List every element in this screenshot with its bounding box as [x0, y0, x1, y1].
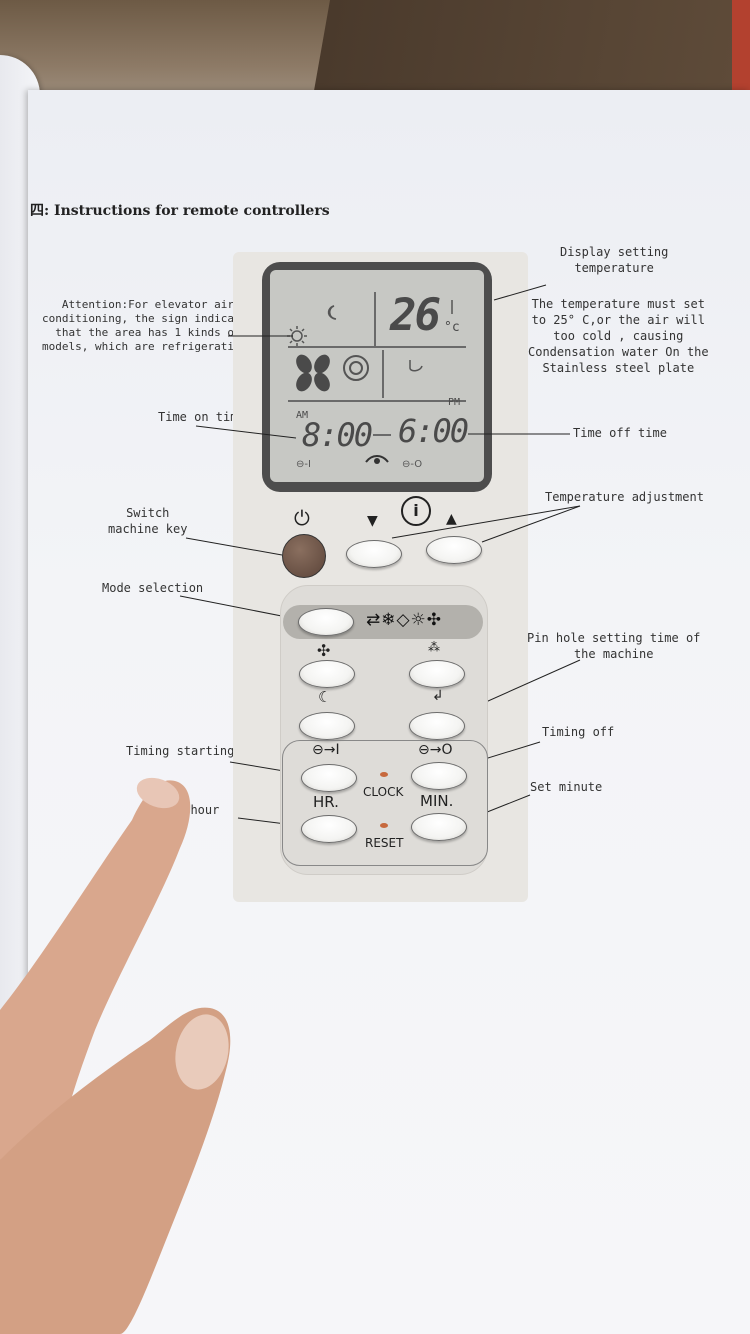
annotation-display-setting: Display setting temperature — [560, 245, 669, 275]
moon-icon — [327, 305, 337, 320]
power-icon: ⏻ — [294, 506, 310, 530]
lcd-fan-icon — [296, 354, 330, 392]
annotation-pin-hole: Pin hole setting time of the machine — [527, 631, 701, 661]
swing-icon: ⁂ — [428, 640, 440, 654]
reset-label: RESET — [365, 836, 404, 850]
sleep-button[interactable] — [299, 712, 355, 740]
annotation-timing-off: Timing off — [542, 725, 615, 739]
annotation-switch-key: Switch machine key — [108, 506, 188, 536]
min-label: MIN. — [420, 792, 454, 810]
annotation-attention: Attention:For elevator air conditioning,… — [42, 298, 254, 353]
lcd-divider — [288, 400, 466, 402]
background-red-strip — [732, 0, 750, 110]
mode-icons: ⇄❄◇☼✣ — [366, 610, 443, 630]
timer-on-button[interactable] — [301, 764, 357, 792]
timer-off-lcd-icon: ⊖-O — [402, 459, 422, 470]
hour-button[interactable] — [301, 815, 357, 843]
lcd-divider — [374, 292, 376, 346]
eye-pupil — [374, 458, 380, 464]
louver-button[interactable] — [409, 712, 465, 740]
timer-off-icon: ⊖→O — [418, 742, 453, 758]
lcd-temperature-unit: °c — [444, 320, 460, 335]
lcd-am-label: AM — [296, 410, 309, 421]
annotation-mode-selection: Mode selection — [102, 581, 204, 595]
down-arrow-icon: ▼ — [367, 513, 378, 529]
minute-button[interactable] — [411, 813, 467, 841]
power-button[interactable] — [282, 534, 326, 578]
lcd-temperature: 26 — [390, 290, 441, 341]
annotation-time-off: Time off time — [573, 426, 667, 440]
annotation-timing-starting: Timing starting — [126, 744, 235, 758]
fan-icon: ✣ — [317, 641, 331, 660]
timer-on-icon: ⊖→I — [312, 742, 340, 758]
clock-label: CLOCK — [363, 785, 404, 799]
louver-button-icon: ↲ — [432, 688, 444, 704]
annotation-temperature-note: The temperature must set to 25° C,or the… — [528, 297, 709, 375]
sleep-icon: ☾ — [318, 688, 332, 706]
lcd-time-off: 6:00 — [398, 412, 469, 450]
lcd-divider — [382, 350, 384, 398]
clock-indicator-led — [380, 772, 388, 777]
lcd-dash — [373, 434, 391, 436]
annotation-set-minute: Set minute — [530, 780, 603, 794]
swirl-icon — [343, 355, 369, 381]
page-title: 四: Instructions for remote controllers — [30, 203, 330, 219]
lcd-divider — [288, 346, 466, 348]
mode-button[interactable] — [298, 608, 354, 636]
info-icon: i — [401, 496, 431, 526]
eye-icon — [365, 455, 389, 463]
annotation-temp-adjust: Temperature adjustment — [545, 490, 704, 504]
timer-section — [282, 740, 488, 866]
up-arrow-icon: ▲ — [446, 511, 457, 527]
timer-on-lcd-icon: ⊖-I — [296, 459, 311, 470]
temp-down-button[interactable] — [346, 540, 402, 568]
reset-pin-hole[interactable] — [380, 823, 388, 828]
louver-icon — [409, 360, 423, 372]
swing-button[interactable] — [409, 660, 465, 688]
lcd-time-on: 8:00 — [302, 416, 373, 454]
fan-button[interactable] — [299, 660, 355, 688]
temp-up-button[interactable] — [426, 536, 482, 564]
hr-label: HR. — [313, 793, 339, 811]
lcd-pm-label: PM — [448, 397, 461, 408]
timer-off-button[interactable] — [411, 762, 467, 790]
